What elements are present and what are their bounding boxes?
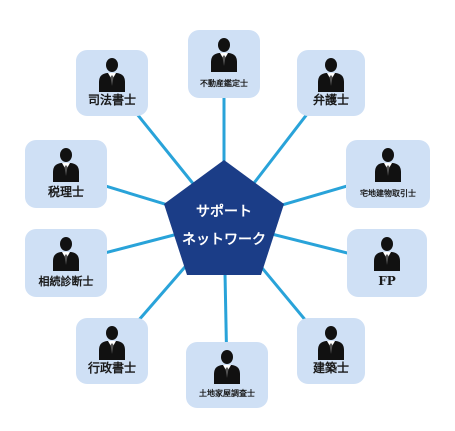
hub-pentagon <box>164 160 284 275</box>
hub-label-line2: ネットワーク <box>182 232 266 248</box>
node-label: 行政書士 <box>87 360 136 375</box>
network-node: 土地家屋調査士 <box>186 342 268 408</box>
node-label: FP <box>378 274 396 288</box>
network-node: 相続診断士 <box>25 229 107 297</box>
person-icon <box>374 237 400 271</box>
node-label: 司法書士 <box>88 92 136 107</box>
person-icon <box>99 58 125 92</box>
node-label: 弁護士 <box>313 92 349 107</box>
network-node: 行政書士 <box>76 318 148 384</box>
node-label: 税理士 <box>48 184 84 199</box>
node-label: 不動産鑑定士 <box>200 78 248 88</box>
network-node: 司法書士 <box>76 50 148 116</box>
node-label: 相続診断士 <box>39 274 94 288</box>
person-icon <box>318 326 344 360</box>
person-icon <box>214 350 240 384</box>
network-node: 宅地建物取引士 <box>346 140 430 208</box>
network-node: 建築士 <box>297 318 365 384</box>
hub-label-line1: サポート <box>196 203 252 220</box>
hub: サポート ネットワーク <box>164 160 284 275</box>
node-label: 建築士 <box>312 360 349 375</box>
person-icon <box>53 148 79 182</box>
node-label: 土地家屋調査士 <box>199 388 255 398</box>
node-label: 宅地建物取引士 <box>360 188 416 198</box>
person-icon <box>318 58 344 92</box>
person-icon <box>375 148 401 182</box>
person-icon <box>53 237 79 271</box>
person-icon <box>99 326 125 360</box>
person-icon <box>211 38 237 72</box>
network-node: FP <box>347 229 427 297</box>
network-node: 税理士 <box>25 140 107 208</box>
network-node: 弁護士 <box>297 50 365 116</box>
network-node: 不動産鑑定士 <box>188 30 260 98</box>
